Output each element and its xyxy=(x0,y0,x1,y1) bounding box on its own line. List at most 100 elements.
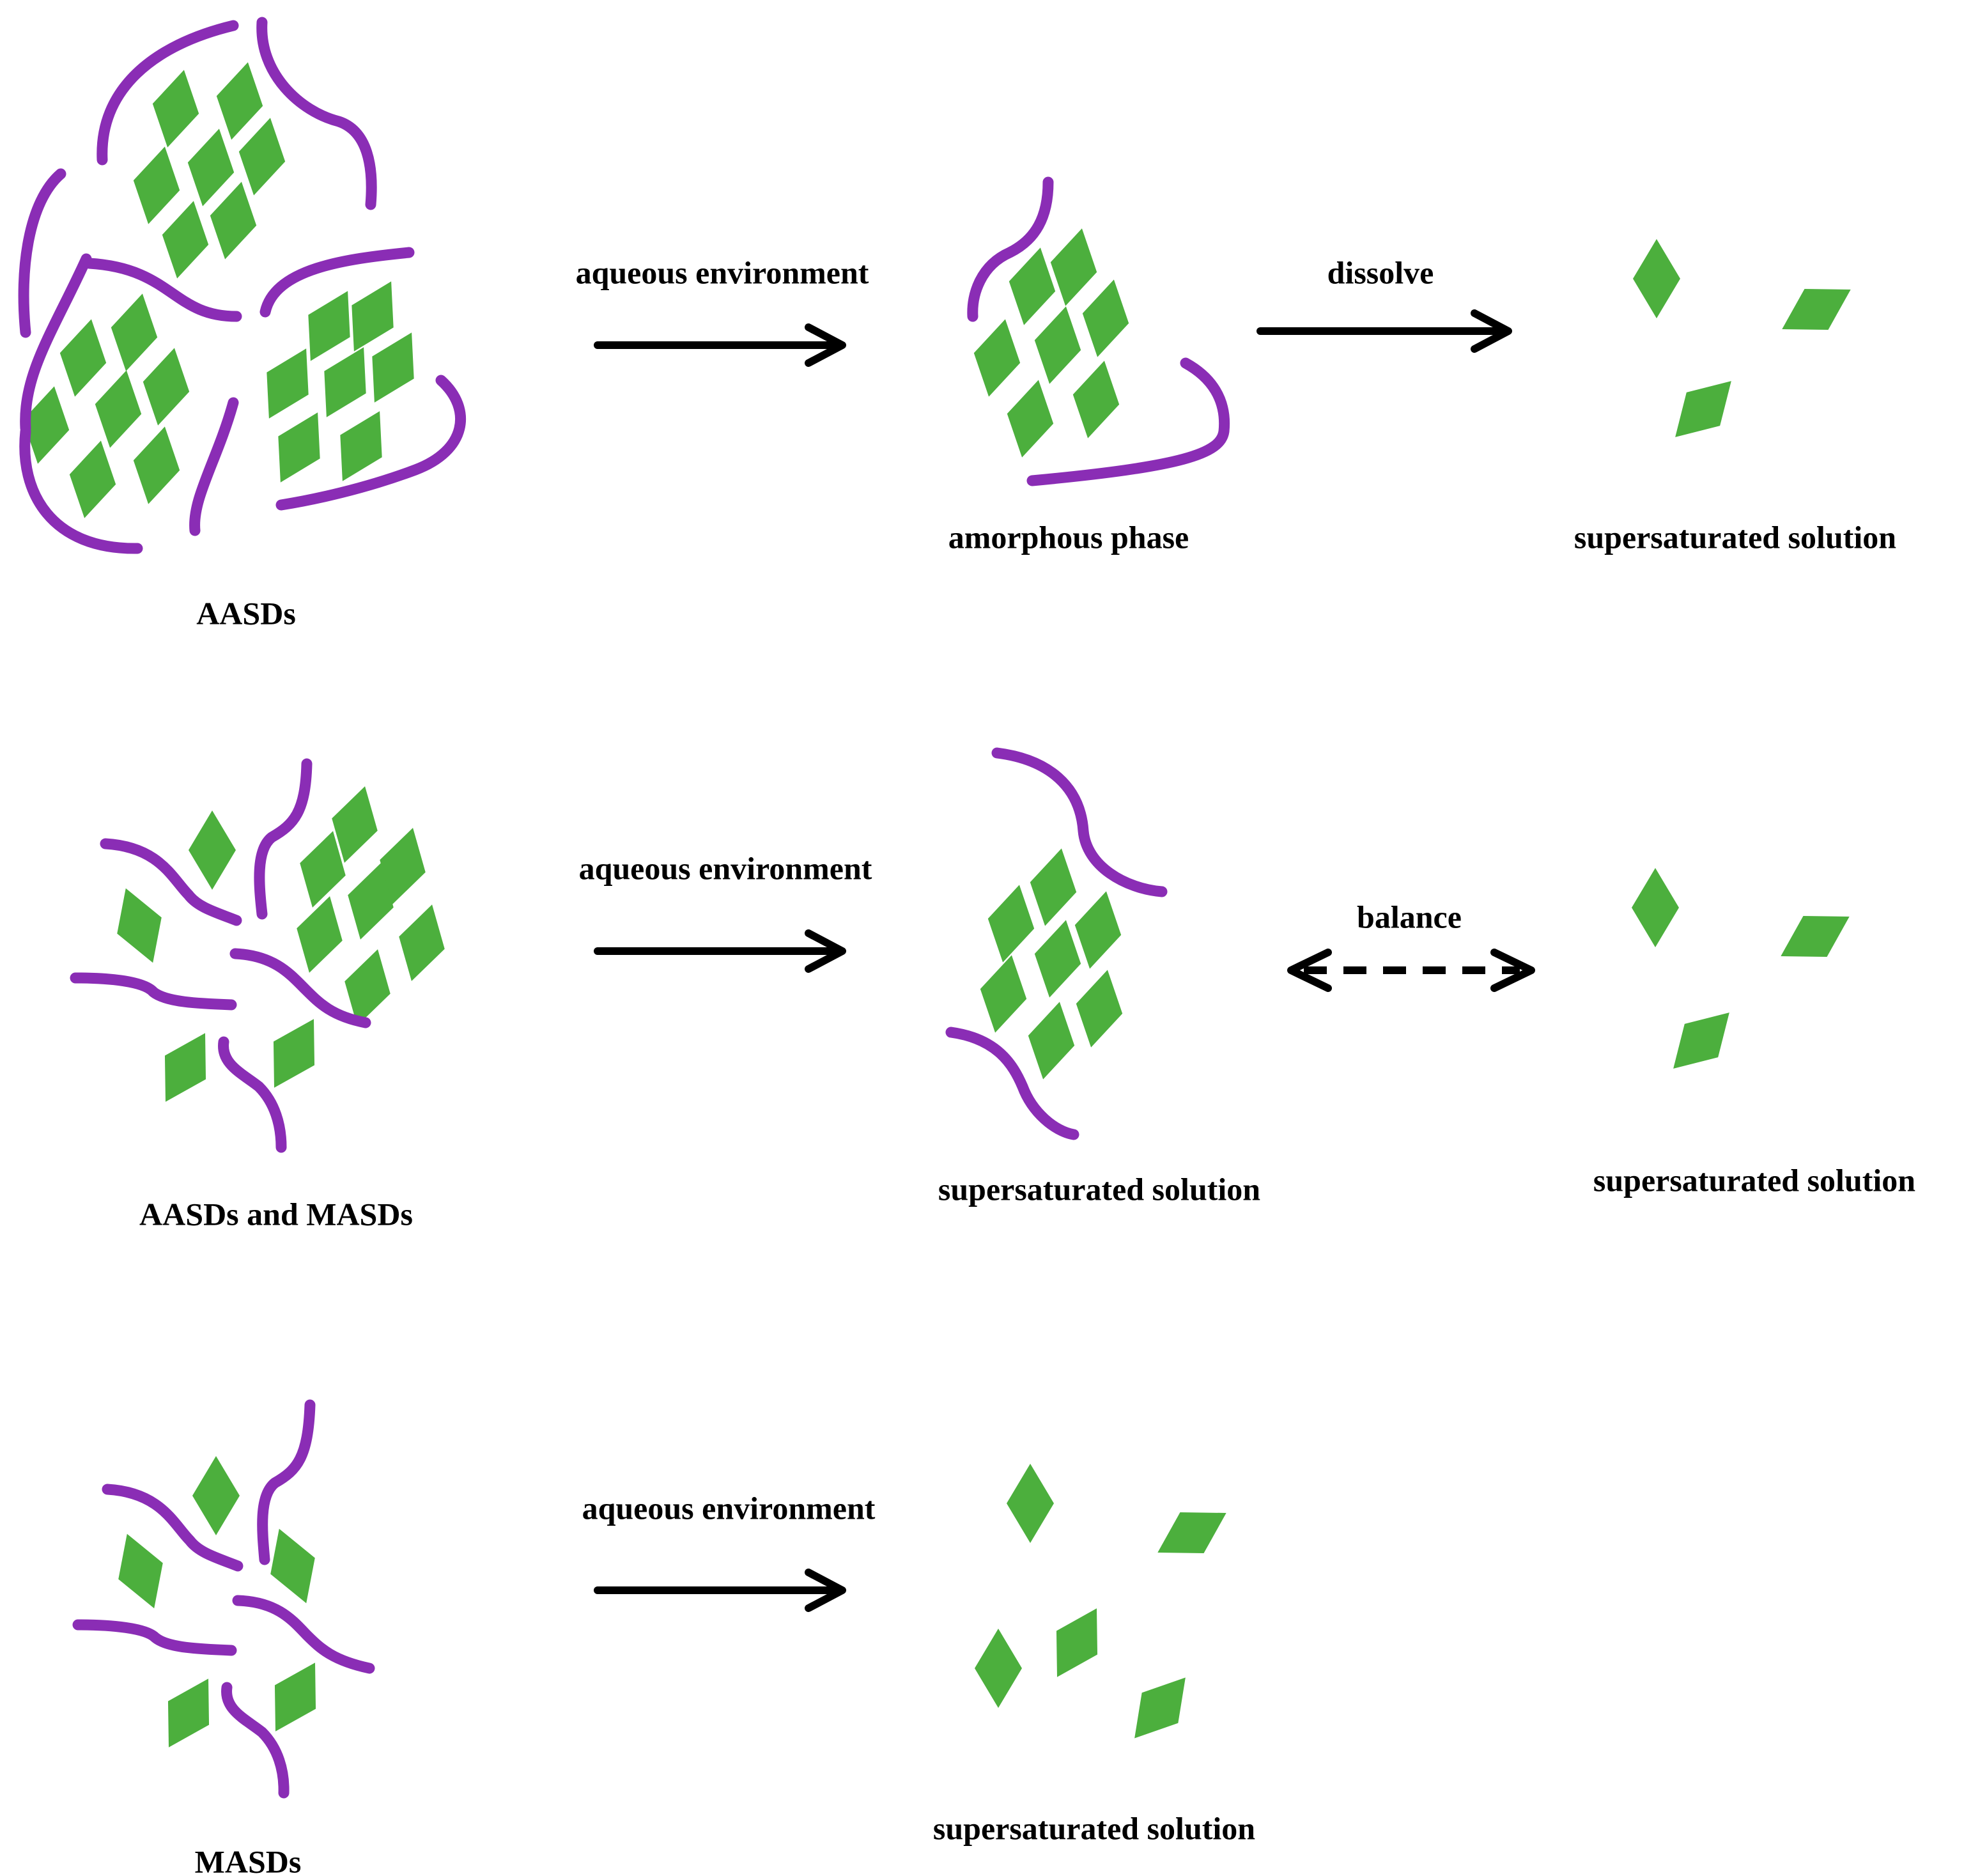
drug-crystal xyxy=(286,890,353,979)
polymer-chain xyxy=(70,972,237,1011)
polymer-chain xyxy=(967,176,1054,322)
polymer-chain xyxy=(275,375,467,511)
source-label: MASDs xyxy=(195,1843,302,1876)
drug-molecule xyxy=(1633,239,1680,318)
masds-particle xyxy=(72,1399,375,1799)
drug-crystal xyxy=(965,314,1029,402)
polymer-chain xyxy=(218,1036,287,1153)
polymer-chain xyxy=(84,258,242,322)
drug-crystal xyxy=(189,810,236,890)
product-label: supersaturated solution xyxy=(933,1810,1255,1846)
process-label: aqueous environment xyxy=(582,1490,876,1526)
dissolved-drug-molecules xyxy=(975,1464,1239,1754)
drug-crystals-cluster-top xyxy=(125,57,294,284)
polymer-chain xyxy=(1026,357,1230,486)
drug-crystal xyxy=(61,435,125,523)
polymer-chain xyxy=(97,20,239,166)
drug-molecule xyxy=(1145,1492,1239,1574)
drug-crystal xyxy=(998,375,1062,463)
dissolve-arrow xyxy=(1256,309,1512,353)
product-label: supersaturated solution xyxy=(1574,519,1896,555)
polymer-chain xyxy=(100,838,242,926)
drug-crystal xyxy=(1021,843,1085,931)
drug-crystal xyxy=(102,288,166,376)
polymer-chains xyxy=(18,17,467,554)
drug-crystal xyxy=(253,1007,335,1100)
process-label: aqueous environment xyxy=(576,254,869,290)
drug-crystal xyxy=(1026,301,1090,389)
process-arrow xyxy=(594,323,846,367)
drug-crystal xyxy=(1067,965,1131,1053)
polymer-chain xyxy=(991,747,1168,897)
drug-crystals-cluster-left xyxy=(14,288,198,523)
arrow-head-left xyxy=(1287,949,1332,992)
polymer-chain xyxy=(257,1399,316,1565)
arrow-head-right xyxy=(1490,949,1535,992)
arrow-head xyxy=(805,323,846,367)
polymer-chain xyxy=(189,397,239,536)
polymer-chain xyxy=(229,948,371,1028)
process-arrow xyxy=(594,929,846,973)
drug-molecule xyxy=(1632,868,1679,947)
drug-crystal xyxy=(134,343,198,431)
intermediate-label: amorphous phase xyxy=(948,519,1189,555)
drug-crystal xyxy=(86,365,150,453)
aasds-masds-particle xyxy=(70,758,455,1153)
arrow-head xyxy=(805,1569,846,1612)
drug-molecule xyxy=(1656,995,1747,1086)
drug-crystal xyxy=(105,1526,176,1616)
second-process-label: dissolve xyxy=(1327,254,1434,290)
source-label: AASDs xyxy=(196,595,296,631)
arrow-head xyxy=(1471,309,1512,353)
process-label: aqueous environment xyxy=(579,850,872,886)
drug-crystals-cluster-right xyxy=(248,270,433,494)
drug-molecule xyxy=(1768,895,1862,977)
polymer-chain xyxy=(254,758,313,920)
polymer-chain xyxy=(20,253,92,434)
amorphous-phase-particle xyxy=(965,176,1230,486)
polymer-chain xyxy=(72,1619,237,1656)
polymer-chain xyxy=(232,1595,375,1674)
drug-crystal xyxy=(389,898,455,988)
polymer-chain xyxy=(102,1484,244,1572)
polymer-chain xyxy=(19,426,143,554)
drug-crystal xyxy=(144,65,208,153)
drug-crystal xyxy=(153,196,217,284)
dissolved-drug-molecules xyxy=(1633,239,1863,454)
intermediate-label: supersaturated solution xyxy=(938,1171,1260,1207)
drug-molecule xyxy=(1036,1596,1118,1689)
drug-crystal xyxy=(51,314,115,402)
drug-crystal xyxy=(125,421,189,509)
polymer-chains xyxy=(967,176,1230,486)
drug-crystal xyxy=(1074,274,1138,362)
aasds-particle xyxy=(14,17,467,554)
polymer-chains xyxy=(945,747,1168,1140)
polymer-chain xyxy=(945,1027,1079,1140)
dissolved-drug-molecules xyxy=(1632,868,1862,1086)
polymer-chain xyxy=(221,1682,290,1799)
intermediate-particle xyxy=(945,747,1168,1140)
arrow-head xyxy=(805,929,846,973)
product-label: supersaturated solution xyxy=(1593,1162,1915,1198)
drug-crystal xyxy=(148,1666,229,1760)
polymer-chain xyxy=(256,17,377,210)
drug-molecule xyxy=(1007,1464,1054,1543)
drug-crystal xyxy=(192,1456,240,1535)
polymer-chain xyxy=(259,247,415,318)
polymer-chains xyxy=(72,1399,375,1799)
drug-crystal xyxy=(125,141,189,229)
source-label: AASDs and MASDs xyxy=(139,1196,413,1232)
drug-crystal xyxy=(104,880,175,971)
drug-crystal xyxy=(1042,223,1106,311)
drug-crystal xyxy=(144,1021,226,1114)
drug-crystal xyxy=(1064,355,1128,444)
drug-crystal xyxy=(254,1650,336,1744)
drug-molecule xyxy=(1770,268,1863,350)
polymer-chains xyxy=(70,758,371,1153)
drug-molecule xyxy=(1658,364,1749,454)
balance-arrow xyxy=(1287,949,1535,992)
drug-crystal xyxy=(971,950,1035,1038)
polymer-chain xyxy=(18,168,66,338)
second-process-label: balance xyxy=(1357,899,1462,934)
